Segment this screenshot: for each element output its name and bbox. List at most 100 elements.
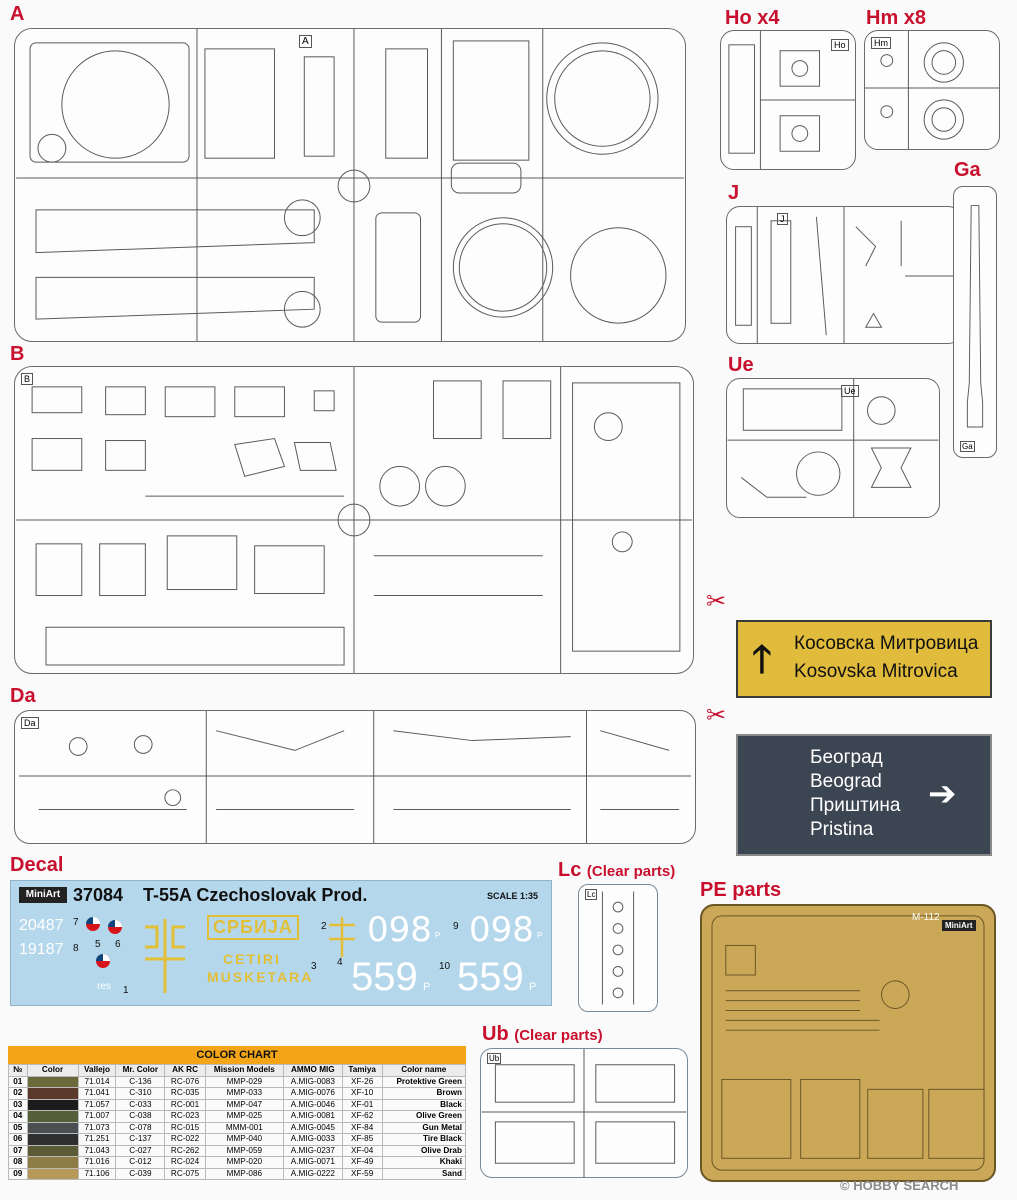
- header-ammo-mig: AMMO MIG: [282, 1064, 343, 1077]
- color-chart-cell-no: 08: [8, 1156, 28, 1169]
- sign-arrow-right-icon: ➔: [928, 775, 957, 813]
- color-chart-cell-ammo: A.MIG-0033: [282, 1133, 343, 1146]
- color-chart-cell-no: 03: [8, 1098, 28, 1111]
- color-chart-cell-vallejo: 71.057: [77, 1098, 117, 1111]
- sprue-da-code: Da: [21, 717, 39, 729]
- color-chart-cell-ak: RC-024: [164, 1156, 206, 1169]
- color-swatch: [26, 1121, 79, 1134]
- color-chart-cell-no: 04: [8, 1110, 28, 1123]
- section-label-b: B: [10, 343, 25, 365]
- color-chart-cell-name: Khaki: [381, 1156, 467, 1169]
- color-swatch: [26, 1075, 79, 1088]
- decal-sheet: MiniArt 37084 T-55A Czechoslovak Prod. S…: [10, 880, 552, 1006]
- decal-big-098-outline-suffix: P: [435, 931, 441, 940]
- sprue-ub-code: Ub: [487, 1053, 502, 1064]
- header-color: Color: [26, 1064, 79, 1077]
- decal-slogan-2: MUSKETARA: [207, 969, 314, 985]
- decal-number-a: 20487: [19, 917, 64, 934]
- roundel-czech-1: [86, 917, 100, 931]
- decal-big-559-right-suffix: P: [529, 981, 537, 993]
- section-label-ho: Ho x4: [725, 7, 780, 29]
- color-chart-cell-vallejo: 71.106: [77, 1167, 117, 1180]
- decal-brand-logo: MiniArt: [19, 887, 67, 903]
- color-chart-cell-mr: C-310: [115, 1087, 166, 1100]
- sprue-ga-code: Ga: [960, 441, 975, 452]
- section-label-decal: Decal: [10, 854, 64, 876]
- section-label-da: Da: [10, 685, 36, 707]
- header-mission-models: Mission Models: [204, 1064, 284, 1077]
- color-chart-cell-mr: C-012: [115, 1156, 166, 1169]
- decal-slogan-1: CETIRI: [223, 951, 281, 967]
- color-chart-cell-mr: C-033: [115, 1098, 166, 1111]
- sprue-ue-drawing: [727, 379, 939, 517]
- sprue-da: Da: [14, 710, 696, 844]
- color-chart-cell-name: Olive Green: [381, 1110, 467, 1123]
- sign-yellow-line1: Косовска Митровица: [794, 633, 979, 654]
- color-chart-cell-ammo: A.MIG-0071: [282, 1156, 343, 1169]
- color-chart-cell-mr: C-038: [115, 1110, 166, 1123]
- section-label-lc: Lc (Clear parts): [558, 860, 675, 882]
- sprue-ue-code: Ue: [841, 385, 859, 397]
- decal-callout-3: 3: [311, 961, 317, 972]
- sprue-ga-drawing: [966, 205, 984, 428]
- sprue-lc: Lc: [578, 884, 658, 1012]
- decal-big-098-suffix: P: [537, 931, 543, 940]
- color-chart-cell-ammo: A.MIG-0083: [282, 1075, 343, 1088]
- roundel-czech-3: [96, 954, 110, 968]
- color-chart-cell-vallejo: 71.251: [77, 1133, 117, 1146]
- section-label-ue: Ue: [728, 354, 754, 376]
- color-chart-cell-vallejo: 71.014: [77, 1075, 117, 1088]
- sprue-j-code: J: [777, 213, 788, 225]
- sprue-ho-code: Ho: [831, 39, 849, 51]
- color-chart-cell-mission: MMP-059: [204, 1144, 284, 1157]
- sign-blue-line4: Pristina: [810, 819, 874, 840]
- color-chart-cell-ammo: A.MIG-0045: [282, 1121, 343, 1134]
- header-color-name: Color name: [381, 1064, 467, 1077]
- decal-res: res: [97, 981, 111, 992]
- color-swatch: [26, 1156, 79, 1169]
- sprue-lc-code: Lc: [585, 889, 598, 900]
- color-chart-header-row: № Color Vallejo Mr. Color AK RC Mission …: [8, 1064, 467, 1077]
- section-label-ub-sub: (Clear parts): [514, 1027, 603, 1044]
- section-label-ub-code: Ub: [482, 1023, 509, 1045]
- color-swatch: [26, 1087, 79, 1100]
- color-chart-cell-tamiya: XF-26: [341, 1075, 383, 1088]
- pe-brand: MiniArt: [942, 920, 976, 931]
- color-chart-cell-mission: MMP-025: [204, 1110, 284, 1123]
- color-chart-cell-tamiya: XF-59: [341, 1167, 383, 1180]
- decal-big-559-left: 559: [351, 955, 418, 999]
- decal-callout-10: 10: [439, 961, 451, 972]
- decal-callout-1: 1: [123, 985, 129, 996]
- sprue-ub-drawing: [481, 1049, 687, 1177]
- sprue-da-drawing: [19, 711, 691, 843]
- color-chart-cell-ammo: A.MIG-0237: [282, 1144, 343, 1157]
- color-chart-cell-tamiya: XF-62: [341, 1110, 383, 1123]
- color-chart-cell-no: 01: [8, 1075, 28, 1088]
- color-chart-cell-mr: C-137: [115, 1133, 166, 1146]
- color-chart-cell-mission: MMM-001: [204, 1121, 284, 1134]
- color-chart-cell-ammo: A.MIG-0081: [282, 1110, 343, 1123]
- sprue-b: B: [14, 366, 694, 674]
- color-chart-cell-ak: RC-262: [164, 1144, 206, 1157]
- color-chart-cell-tamiya: XF-10: [341, 1087, 383, 1100]
- color-chart-cell-mr: C-078: [115, 1121, 166, 1134]
- color-chart-cell-mission: MMP-086: [204, 1167, 284, 1180]
- color-chart-cell-vallejo: 71.007: [77, 1110, 117, 1123]
- color-chart-cell-ak: RC-023: [164, 1110, 206, 1123]
- section-label-hm: Hm x8: [866, 7, 927, 29]
- decal-big-559-left-suffix: P: [423, 981, 431, 993]
- sprue-hm-drawing: [865, 31, 999, 149]
- color-chart-cell-vallejo: 71.043: [77, 1144, 117, 1157]
- sign-blue-line3: Приштина: [810, 795, 901, 816]
- color-chart-cell-tamiya: XF-04: [341, 1144, 383, 1157]
- color-swatch: [26, 1167, 79, 1180]
- color-chart-cell-mr: C-027: [115, 1144, 166, 1157]
- watermark-copyright: ©: [840, 1178, 850, 1193]
- color-chart-cell-no: 06: [8, 1133, 28, 1146]
- decal-big-559-right: 559: [457, 955, 524, 999]
